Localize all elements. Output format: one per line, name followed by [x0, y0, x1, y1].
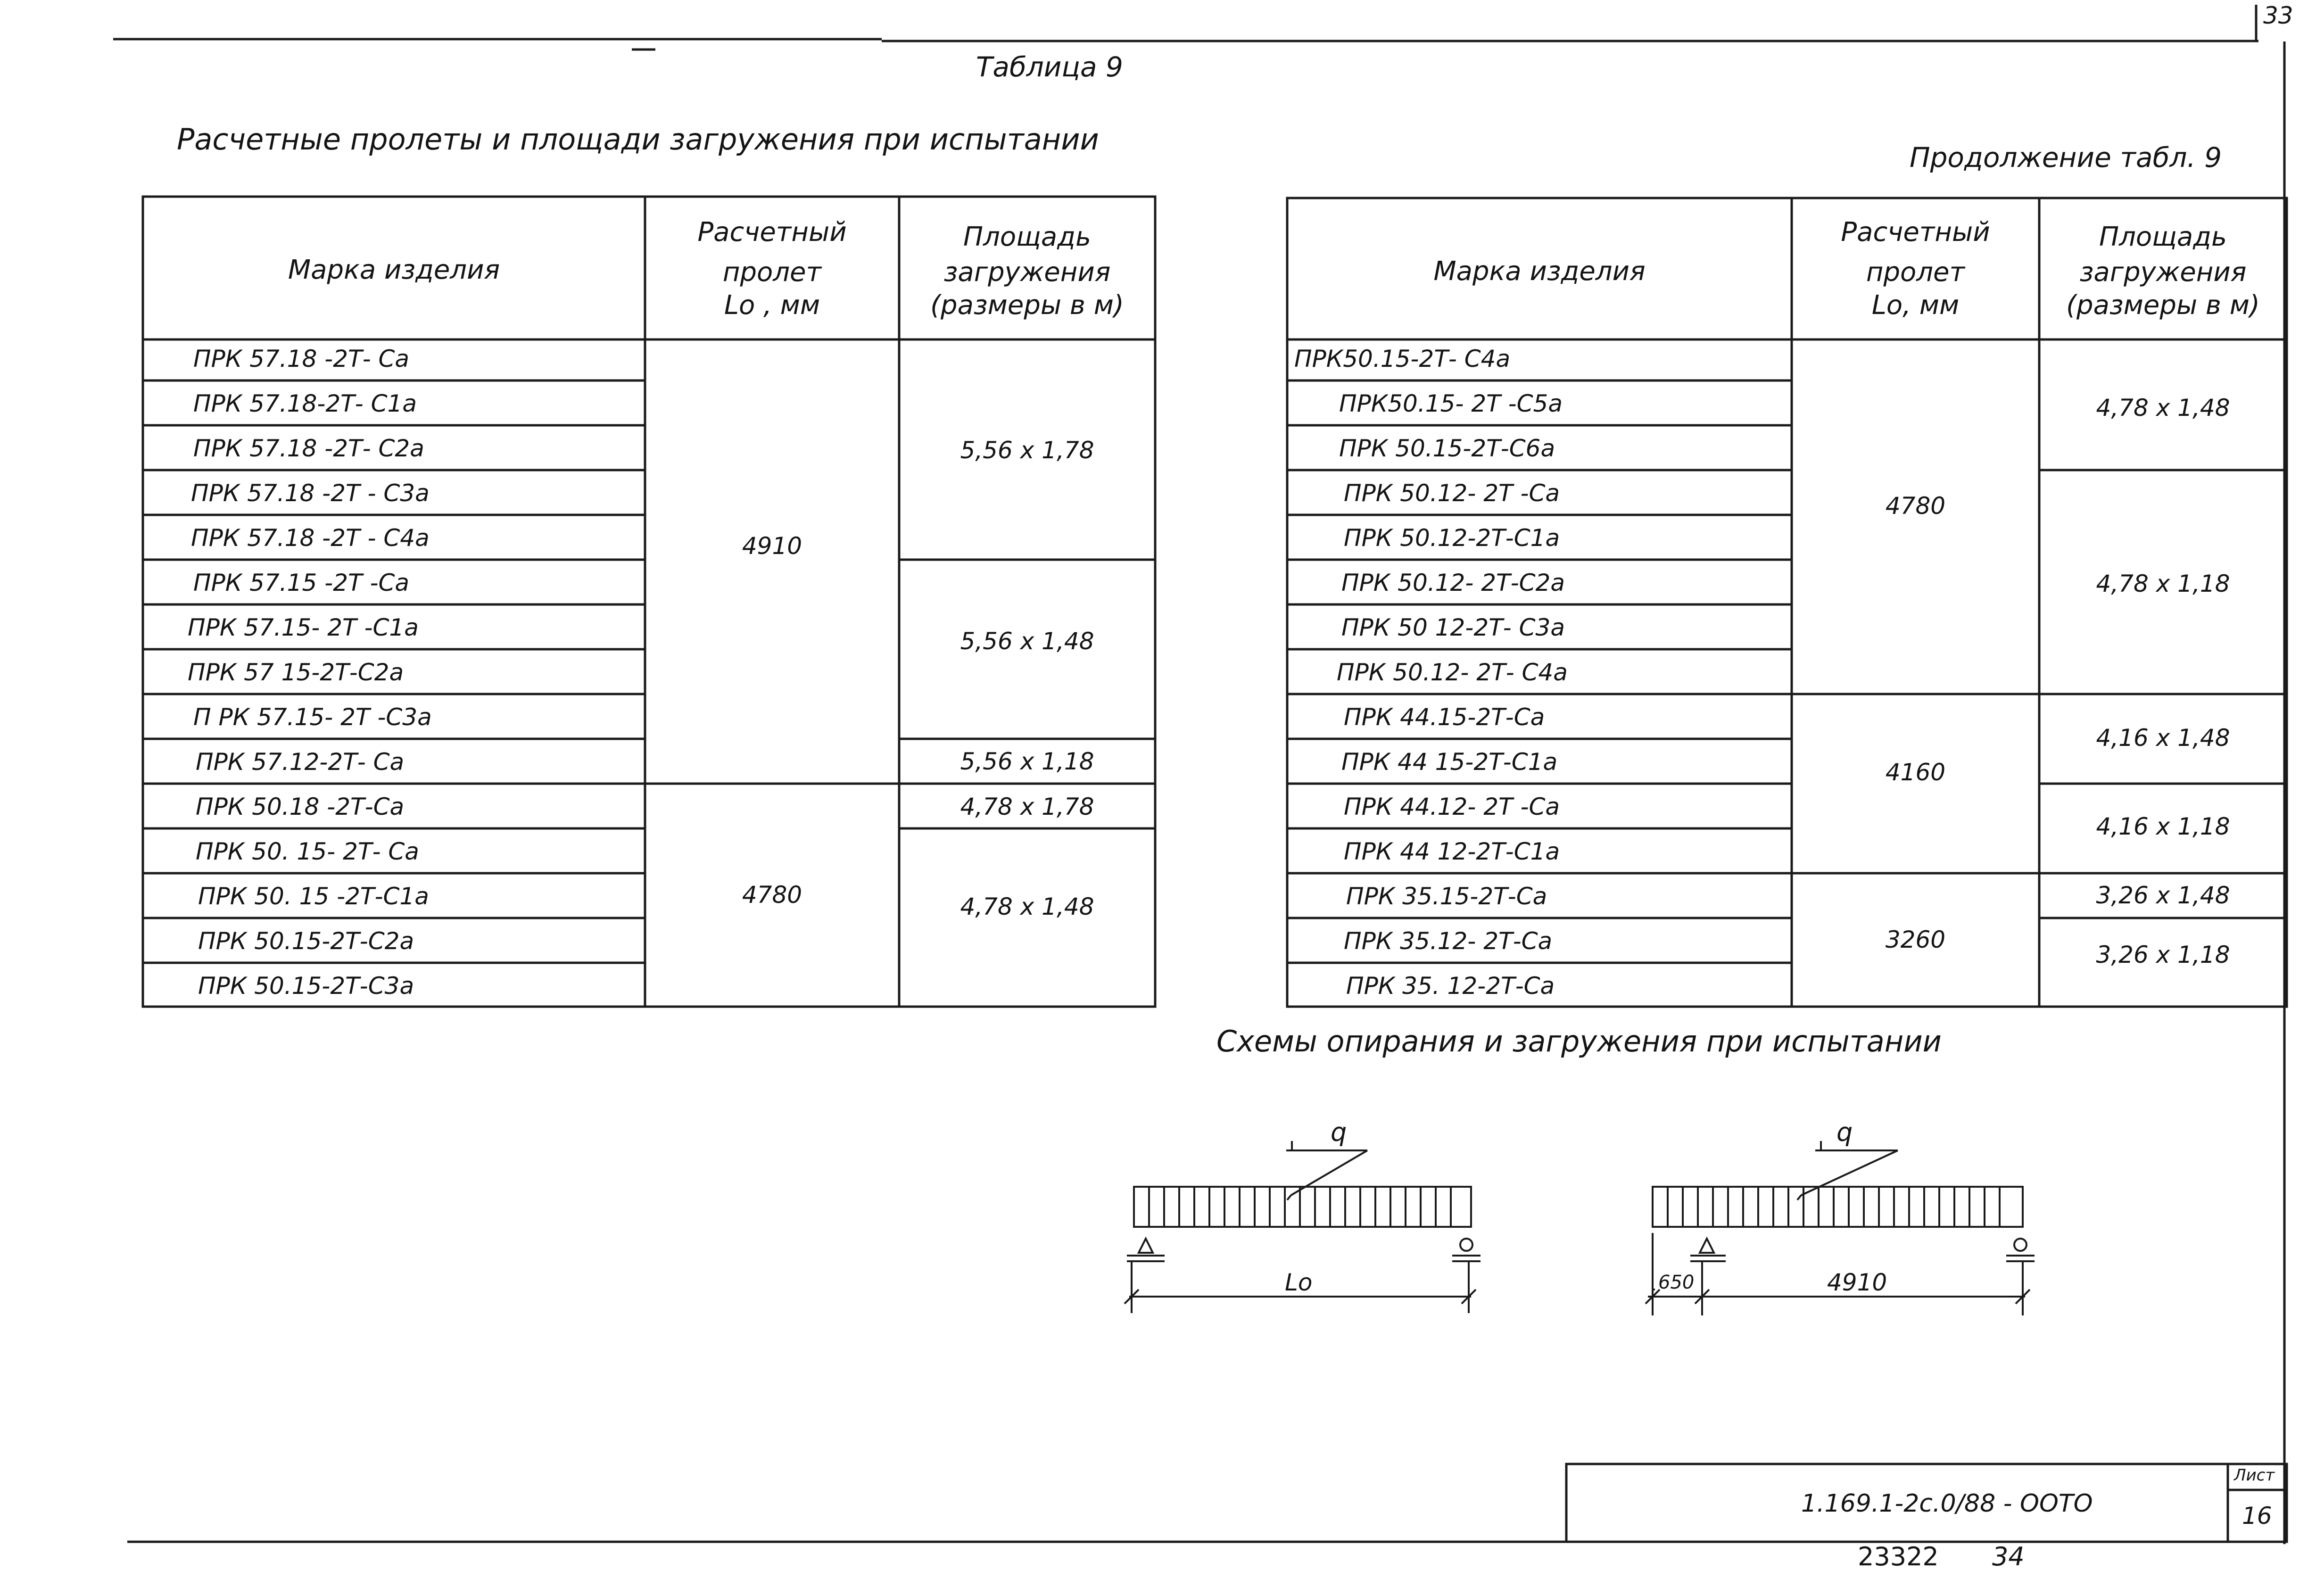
sheet-label: Лист: [2234, 1466, 2275, 1485]
table-row: ПРК 44 12-2Т-С1а: [1344, 838, 1560, 865]
table-row: ПРК 50.12-2Т-С1а: [1344, 524, 1560, 552]
area-value: 4,16 х 1,48: [2096, 724, 2230, 752]
footer-number-1: 23322: [1858, 1542, 1939, 1571]
right-header-span-1: Расчетный: [1841, 217, 1990, 248]
table-row: ПРК 57.15 -2Т -Са: [193, 569, 410, 596]
left-header-span-1: Расчетный: [697, 217, 847, 248]
sheet-number: 16: [2242, 1502, 2272, 1530]
table-subtitle: Расчетные пролеты и площади загружения п…: [177, 122, 1099, 157]
table-row: ПРК 50.12- 2Т- С4а: [1337, 659, 1568, 686]
length-dimension-label: 4910: [1827, 1269, 1887, 1296]
scheme-2: [1645, 1141, 2035, 1315]
table-row: ПРК 57.18 -2Т - С4а: [191, 524, 430, 552]
table-row: ПРК 57.18 -2Т- Са: [193, 345, 410, 372]
table-row: ПРК 57.15- 2Т -С1а: [188, 614, 419, 641]
table-row: ПРК 57.18-2Т- С1а: [193, 390, 417, 417]
span-value: 3260: [1885, 926, 1946, 953]
scheme-1: [1124, 1141, 1481, 1313]
right-header-span-3: Lо, мм: [1871, 290, 1960, 321]
left-header-span-2: пролет: [722, 257, 822, 288]
right-header-span-2: пролет: [1866, 257, 1965, 288]
area-value: 4,78 х 1,48: [2096, 394, 2230, 422]
table-row: ПРК 35. 12-2Т-Са: [1346, 972, 1555, 1000]
table-row: ПРК 57 15-2Т-С2а: [188, 659, 404, 686]
span-value: 4160: [1885, 759, 1946, 786]
table-row: ПРК50.15- 2Т -С5а: [1339, 390, 1563, 417]
table-row: ПРК 50.15-2Т-С6а: [1339, 435, 1555, 462]
table-row: ПРК 35.15-2Т-Са: [1346, 883, 1547, 910]
area-value: 3,26 х 1,48: [2096, 882, 2230, 909]
table-row: ПРК50.15-2Т- С4а: [1294, 345, 1511, 372]
area-value: 4,78 х 1,18: [2096, 570, 2230, 597]
table-title: Таблица 9: [976, 51, 1123, 83]
right-header-area-2: загружения: [2079, 257, 2247, 288]
document-designation: 1.169.1-2с.0/88 - ООТО: [1801, 1489, 2093, 1518]
table-row: ПРК 50.12- 2Т-С2а: [1341, 569, 1565, 596]
left-header-mark: Марка изделия: [288, 255, 500, 285]
area-value: 3,26 х 1,18: [2096, 941, 2230, 968]
table-row: ПРК 35.12- 2Т-Са: [1344, 927, 1553, 955]
left-header-area-1: Площадь: [963, 222, 1091, 252]
table-row: ПРК 50.12- 2Т -Са: [1344, 480, 1560, 507]
span-value: 4780: [1885, 492, 1946, 520]
right-header-mark: Марка изделия: [1433, 256, 1646, 287]
table-row: ПРК 57.12-2Т- Са: [196, 748, 405, 776]
span-dimension-label: Lо: [1285, 1269, 1313, 1296]
right-header-area-1: Площадь: [2099, 222, 2227, 252]
load-hatching: [1148, 1187, 2001, 1227]
area-value: 5,56 х 1,78: [960, 437, 1094, 464]
area-value: 5,56 х 1,18: [960, 748, 1094, 775]
table-row: ПРК 50.18 -2Т-Са: [196, 793, 405, 820]
table-row: ПРК 44 15-2Т-С1а: [1341, 748, 1558, 776]
table-row: ПРК 57.18 -2Т - С3а: [191, 480, 430, 507]
area-value: 4,78 х 1,48: [960, 893, 1094, 920]
table-row: ПРК 50.15-2Т-С3а: [198, 972, 414, 1000]
page-number: 33: [2263, 2, 2293, 29]
table-row: ПРК 50. 15- 2Т- Са: [196, 838, 419, 865]
area-value: 4,16 х 1,18: [2096, 813, 2230, 840]
table-row: ПРК 44.12- 2Т -Са: [1344, 793, 1560, 820]
area-value: 4,78 х 1,78: [960, 793, 1094, 820]
footer-number-2: 34: [1992, 1542, 2025, 1571]
span-value: 4780: [742, 881, 802, 909]
left-header-area-3: (размеры в м): [930, 290, 1124, 321]
continuation-title: Продолжение табл. 9: [1910, 141, 2222, 174]
left-header-area-2: загружения: [943, 257, 1111, 288]
span-value: 4910: [742, 532, 802, 560]
table-row: ПРК 57.18 -2Т- С2а: [193, 435, 424, 462]
schemes-title: Схемы опирания и загружения при испытани…: [1216, 1024, 1942, 1058]
load-label: q: [1836, 1117, 1853, 1147]
table-row: ПРК 50. 15 -2Т-С1а: [198, 883, 429, 910]
load-label: q: [1331, 1117, 1347, 1147]
right-header-area-3: (размеры в м): [2066, 290, 2260, 321]
left-header-span-3: Lо , мм: [724, 290, 820, 321]
area-value: 5,56 х 1,48: [960, 628, 1094, 655]
table-row: ПРК 50.15-2Т-С2а: [198, 927, 414, 955]
offset-dimension-label: 650: [1658, 1272, 1695, 1293]
table-row: ПРК 50 12-2Т- С3а: [1341, 614, 1565, 641]
table-row: П РК 57.15- 2Т -С3а: [193, 703, 432, 731]
table-row: ПРК 44.15-2Т-Са: [1344, 703, 1545, 731]
